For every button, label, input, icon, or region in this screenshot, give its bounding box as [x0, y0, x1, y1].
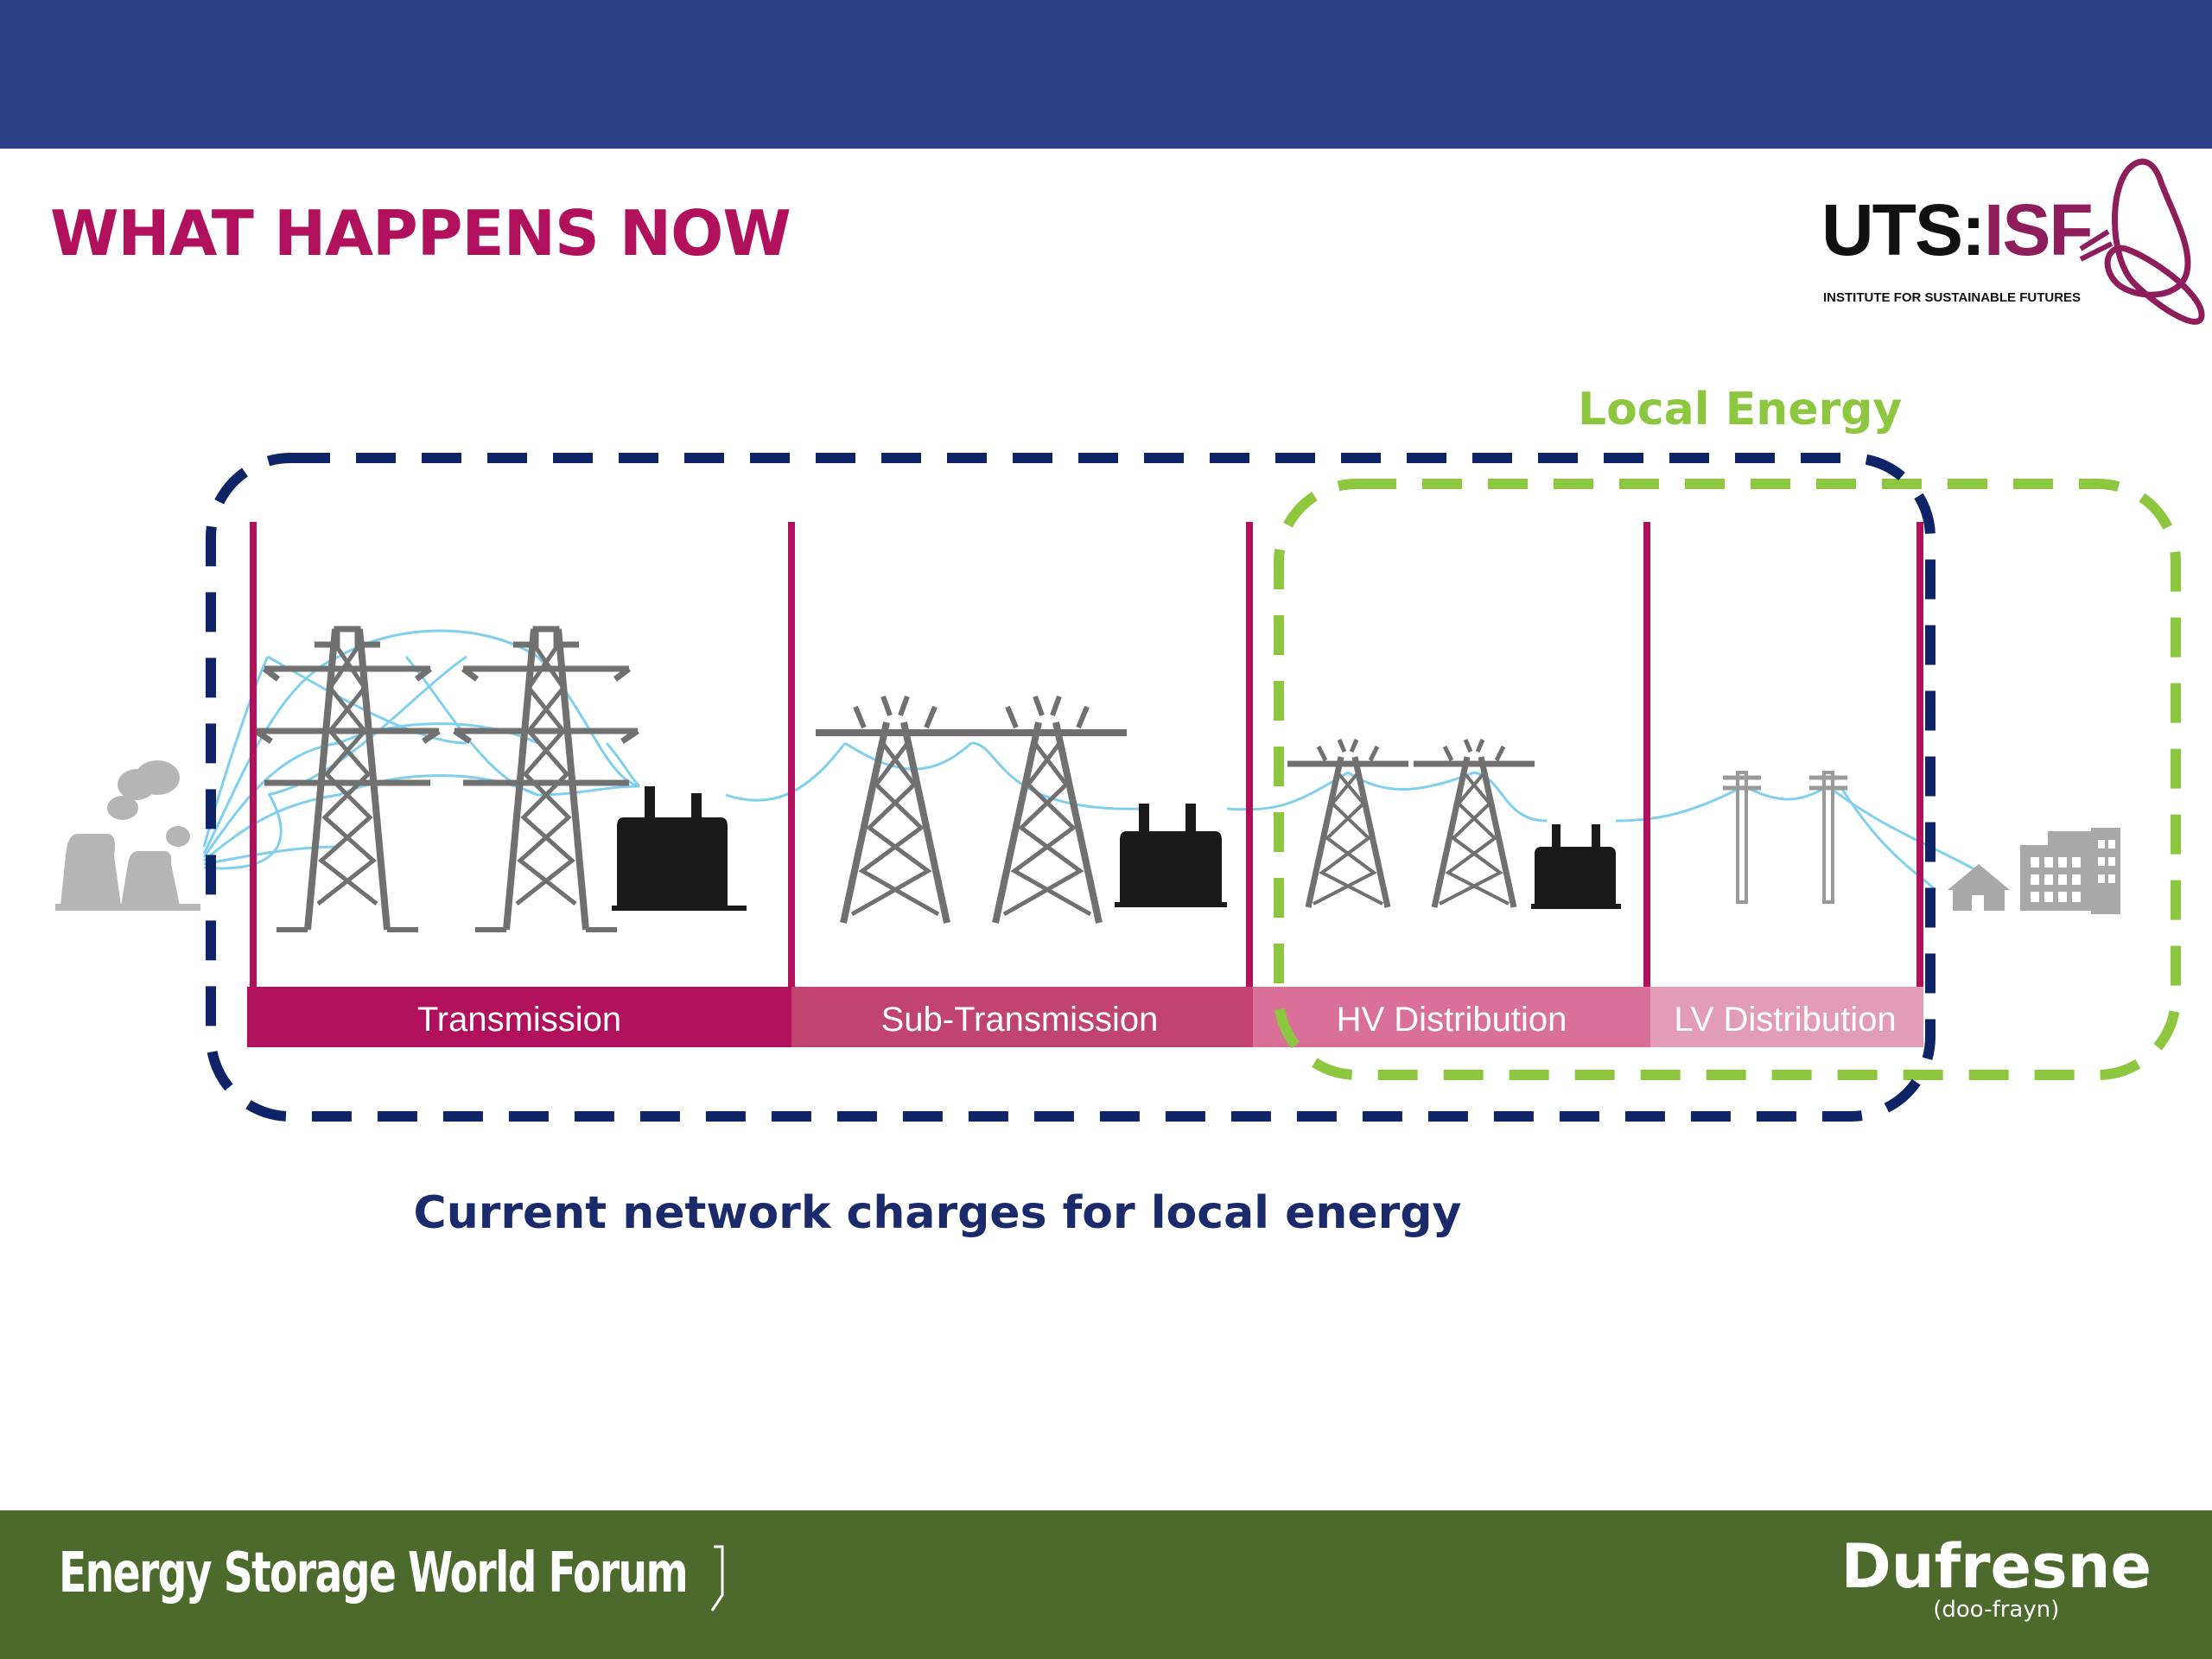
building-icon [2020, 828, 2120, 914]
transmission-tower-icon [256, 629, 439, 930]
top-banner [0, 0, 2212, 149]
segment-dividers [250, 522, 1923, 987]
logo-isf-text: ISF [1983, 189, 2094, 270]
segment-bar-transmission: Transmission [247, 987, 791, 1047]
hv-tower-icon [1287, 740, 1408, 907]
network-diagram: Transmission Sub-Transmission HV Distrib… [55, 453, 2181, 1122]
substation-transformer-icon [612, 786, 747, 911]
subtransmission-tower-icon [968, 696, 1127, 923]
local-energy-label: Local Energy [1578, 384, 1903, 435]
subtransmission-tower-icon [816, 696, 975, 923]
dufresne-logo: Dufresne (doo-frayn) [1841, 1536, 2152, 1623]
segment-label-hv-distribution: HV Distribution [1337, 1001, 1567, 1039]
uts-isf-logo: UTS:ISF INSTITUTE FOR SUSTAINABLE FUTURE… [1815, 154, 2212, 344]
diagram-caption: Current network charges for local energy [413, 1187, 1462, 1239]
footer-banner: Energy Storage World Forum Dufresne (doo… [0, 1510, 2212, 1659]
brand-name: Dufresne [1840, 1531, 2152, 1602]
slide-title: WHAT HAPPENS NOW [50, 197, 791, 270]
logo-uts-text: UTS: [1821, 189, 1986, 270]
hv-tower-icon [1414, 740, 1535, 907]
segment-label-lv-distribution: LV Distribution [1674, 1001, 1896, 1039]
segment-bar-hv-distribution: HV Distribution [1253, 987, 1650, 1047]
segment-label-sub-transmission: Sub-Transmission [881, 1001, 1159, 1039]
local-energy-boundary [1274, 479, 2181, 1080]
footer-bracket-frame [710, 1545, 724, 1611]
logo-wordmark: UTS:ISF [1821, 194, 2094, 266]
logo-subtitle: INSTITUTE FOR SUSTAINABLE FUTURES [1823, 290, 2082, 305]
event-name: Energy Storage World Forum [59, 1541, 689, 1605]
substation-transformer-icon [1115, 804, 1227, 907]
segment-label-transmission: Transmission [417, 1001, 621, 1039]
logo-swirl-icon [2079, 158, 2205, 325]
segment-bar-lv-distribution: LV Distribution [1650, 987, 1923, 1047]
house-icon [1948, 864, 2010, 911]
substation-transformer-icon [1531, 824, 1621, 909]
segment-bar-sub-transmission: Sub-Transmission [791, 987, 1253, 1047]
network-charges-boundary [206, 453, 1936, 1122]
brand-pronunciation: (doo-frayn) [1933, 1597, 2060, 1623]
power-station-icon [55, 760, 200, 911]
